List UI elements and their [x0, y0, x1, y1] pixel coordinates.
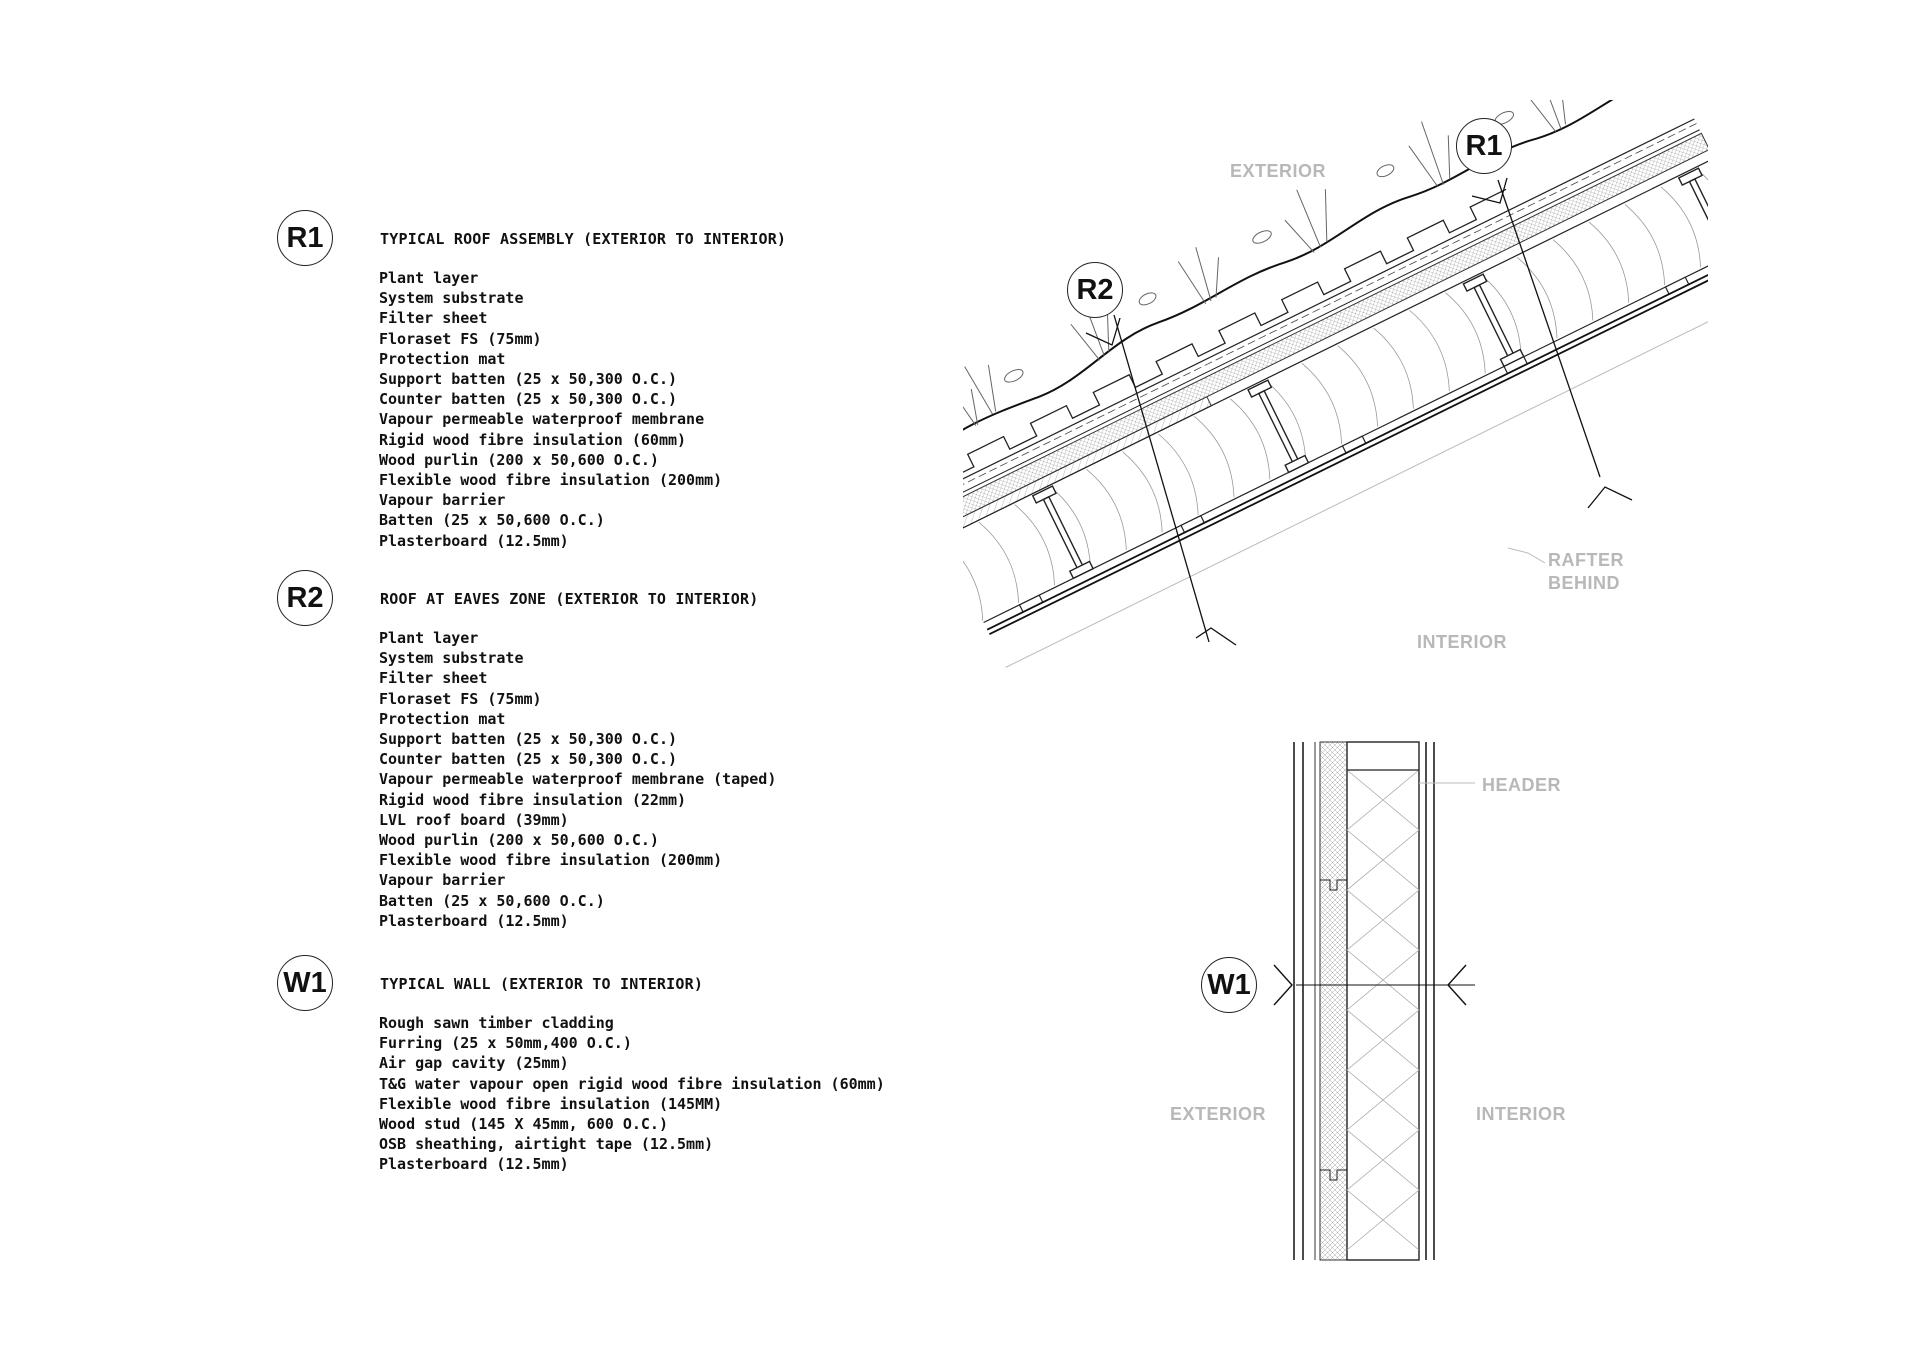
list-item: Wood purlin (200 x 50,600 O.C.) — [379, 831, 659, 850]
list-item: Plasterboard (12.5mm) — [379, 531, 569, 550]
list-item: Plant layer — [379, 629, 479, 647]
list-item: Counter batten (25 x 50,300 O.C.) — [379, 750, 678, 769]
wall-section-drawing — [1273, 741, 1475, 1261]
list-item: Vapour barrier — [379, 871, 506, 890]
list-item: Floraset FS (75mm) — [379, 689, 542, 708]
tag-r1-drawing: R1 — [1456, 118, 1512, 174]
list-item: Batten (25 x 50,600 O.C.) — [379, 511, 605, 530]
list-item: Vapour permeable waterproof membrane — [379, 410, 705, 429]
wood-purlins — [1031, 167, 1708, 580]
w1-layer-list: Rough sawn timber cladding Furring (25 x… — [379, 1013, 885, 1175]
list-item: Flexible wood fibre insulation (200mm) — [379, 851, 723, 870]
floraset-trays — [963, 188, 1507, 482]
tag-w1: W1 — [277, 955, 333, 1011]
list-item: Plant layer — [379, 269, 479, 287]
list-item: Support batten (25 x 50,300 O.C.) — [379, 370, 678, 389]
r2-title: ROOF AT EAVES ZONE (EXTERIOR TO INTERIOR… — [380, 590, 759, 608]
list-item: System substrate — [379, 649, 524, 668]
list-item: Rigid wood fibre insulation (22mm) — [379, 790, 687, 809]
list-item: Support batten (25 x 50,300 O.C.) — [379, 730, 678, 749]
list-item: Protection mat — [379, 349, 506, 368]
rafter-behind-label-1: RAFTER — [1548, 550, 1624, 570]
list-item: Wood purlin (200 x 50,600 O.C.) — [379, 450, 659, 469]
list-item: Flexible wood fibre insulation (200mm) — [379, 471, 723, 490]
list-item: Flexible wood fibre insulation (145MM) — [379, 1094, 723, 1113]
list-item: Rough sawn timber cladding — [379, 1014, 614, 1032]
w1-title: TYPICAL WALL (EXTERIOR TO INTERIOR) — [380, 975, 704, 993]
list-item: Floraset FS (75mm) — [379, 329, 542, 348]
r1-layer-list: Plant layer System substrate Filter shee… — [379, 268, 722, 551]
plant-layer-line — [963, 100, 1662, 471]
list-item: System substrate — [379, 289, 524, 308]
tag-r2: R2 — [277, 570, 333, 626]
wall-header-label: HEADER — [1482, 775, 1562, 795]
rafter-behind-label-2: BEHIND — [1548, 573, 1621, 593]
roof-interior-label: INTERIOR — [1417, 632, 1508, 652]
list-item: Wood stud (145 X 45mm, 600 O.C.) — [379, 1115, 668, 1134]
list-item: Counter batten (25 x 50,300 O.C.) — [379, 390, 678, 409]
list-item: Plasterboard (12.5mm) — [379, 911, 569, 930]
list-item: Batten (25 x 50,600 O.C.) — [379, 891, 605, 910]
wall-exterior-label: EXTERIOR — [1170, 1104, 1267, 1124]
flexible-insulation — [963, 168, 1708, 621]
list-item: Vapour barrier — [379, 491, 506, 510]
list-item: Protection mat — [379, 709, 506, 728]
wall-insulation — [1346, 769, 1420, 1251]
section-cut-r2 — [1085, 314, 1237, 646]
tag-w1-drawing: W1 — [1201, 957, 1257, 1013]
roof-exterior-label: EXTERIOR — [1230, 161, 1327, 181]
list-item: Furring (25 x 50mm,400 O.C.) — [379, 1034, 632, 1053]
list-item: Filter sheet — [379, 669, 488, 688]
wall-interior-label: INTERIOR — [1476, 1104, 1567, 1124]
r2-layer-list: Plant layer System substrate Filter shee… — [379, 628, 776, 931]
list-item: Plasterboard (12.5mm) — [379, 1155, 569, 1174]
tag-r2-drawing: R2 — [1067, 262, 1123, 318]
roof-section-drawing — [963, 100, 1708, 668]
section-cut-r1 — [1471, 177, 1633, 509]
tag-r1: R1 — [277, 210, 333, 266]
list-item: OSB sheathing, airtight tape (12.5mm) — [379, 1135, 714, 1154]
list-item: Filter sheet — [379, 309, 488, 328]
rafter-leader — [1507, 547, 1546, 564]
list-item: Vapour permeable waterproof membrane (ta… — [379, 770, 777, 789]
list-item: Air gap cavity (25mm) — [379, 1054, 569, 1073]
r1-title: TYPICAL ROOF ASSEMBLY (EXTERIOR TO INTER… — [380, 230, 787, 248]
list-item: T&G water vapour open rigid wood fibre i… — [379, 1074, 885, 1093]
list-item: Rigid wood fibre insulation (60mm) — [379, 430, 687, 449]
list-item: LVL roof board (39mm) — [379, 810, 569, 829]
